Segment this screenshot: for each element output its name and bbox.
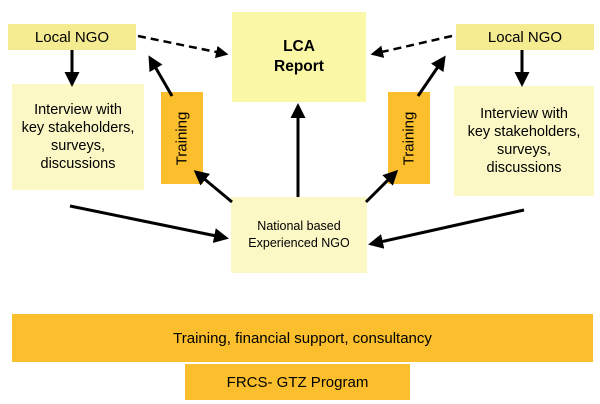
lca-report-line2: Report [274,58,324,75]
right-training-up-arrow [416,55,446,97]
right-interview-line: key stakeholders, [467,124,581,140]
right-ngo-to-report-dashed-arrow [370,34,453,58]
left-ngo-to-report-dashed-arrow [137,34,229,59]
left-training-up-arrow [148,55,174,97]
lca-report-box: LCA Report [232,12,366,102]
left-interview-line: discussions [40,156,116,172]
right-interview-line: surveys, [497,142,551,158]
program-label: FRCS- GTZ Program [226,373,369,391]
national-ngo-line2: Experienced NGO [248,236,350,250]
left-interview-line: Interview with [34,102,122,118]
national-to-right-training-arrow [364,169,399,204]
left-interview-line: surveys, [51,138,105,154]
right-local-ngo-label: Local NGO [487,28,563,46]
right-interview-line: discussions [486,160,562,176]
left-interview-line: key stakeholders, [21,120,135,136]
support-bar-label: Training, financial support, consultancy [173,329,432,347]
right-training-box: Training [388,92,430,184]
support-bar: Training, financial support, consultancy [12,314,593,362]
left-training-box: Training [161,92,203,184]
left-interview-box: Interview with key stakeholders, surveys… [12,84,144,190]
right-to-national-arrow [368,208,525,249]
right-interview-line: Interview with [480,106,568,122]
right-interview-box: Interview with key stakeholders, surveys… [454,86,594,196]
right-local-ngo: Local NGO [456,24,594,50]
lca-report-line1: LCA [283,38,315,55]
left-local-ngo: Local NGO [8,24,136,50]
program-box: FRCS- GTZ Program [185,364,410,400]
national-ngo-box: National based Experienced NGO [231,197,367,273]
national-to-left-training-arrow [193,170,233,204]
national-ngo-line1: National based [257,219,341,233]
left-local-ngo-label: Local NGO [34,28,110,46]
left-to-national-arrow [69,204,229,243]
